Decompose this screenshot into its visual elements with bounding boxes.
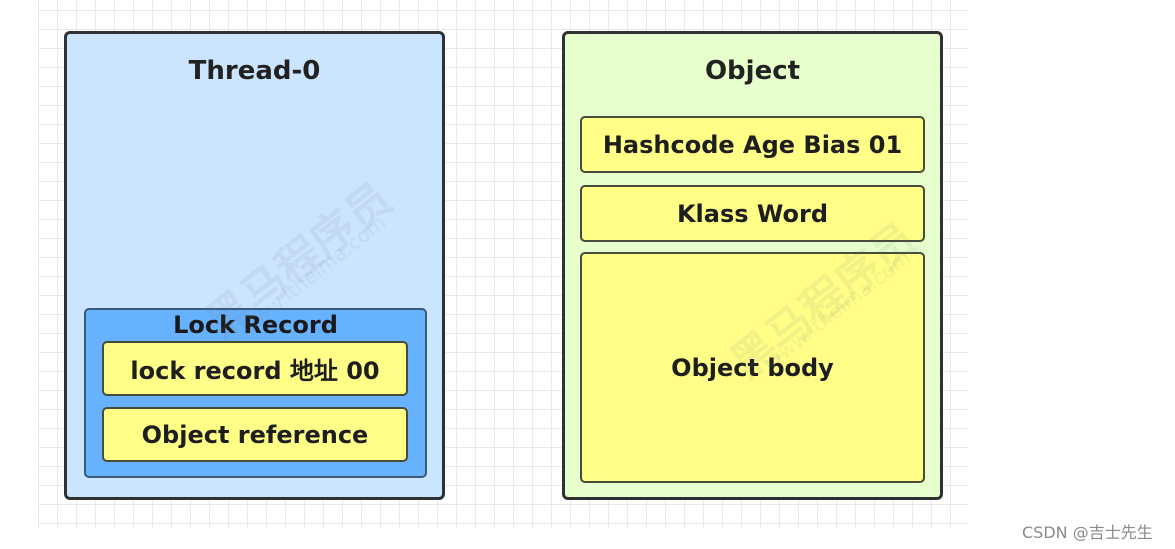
object-body-field: Object body — [580, 252, 925, 483]
klass-word-field: Klass Word — [580, 185, 925, 242]
object-title: Object — [704, 56, 801, 86]
csdn-credit: CSDN @吉士先生 — [1022, 523, 1153, 542]
lock-record-address-field: lock record 地址 00 — [102, 341, 408, 396]
mark-word-field: Hashcode Age Bias 01 — [580, 116, 925, 173]
thread-title: Thread-0 — [188, 56, 321, 86]
lock-record-title: Lock Record — [173, 311, 338, 339]
object-reference-field: Object reference — [102, 407, 408, 462]
